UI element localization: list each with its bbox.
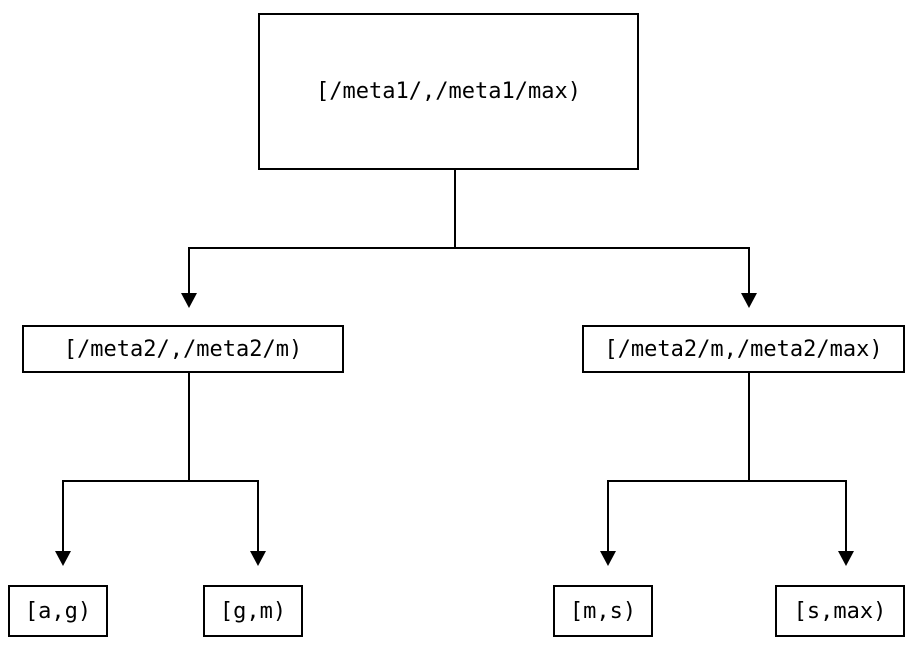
edge-root-to-right-child (455, 247, 750, 294)
tree-node-leaf-ms: [m,s) (553, 585, 653, 637)
arrowhead-down-icon (600, 551, 616, 566)
node-label: [m,s) (569, 598, 637, 624)
node-label: [/meta2/,/meta2/m) (63, 336, 303, 362)
arrowhead-down-icon (181, 293, 197, 308)
node-label: [/meta2/m,/meta2/max) (604, 336, 883, 362)
node-label: [/meta1/,/meta1/max) (316, 79, 581, 104)
edge-left-child-to-leaf-ag (62, 373, 190, 552)
tree-node-leaf-gm: [g,m) (203, 585, 303, 637)
edge-left-child-to-leaf-gm (189, 480, 259, 552)
arrowhead-down-icon (741, 293, 757, 308)
arrowhead-down-icon (838, 551, 854, 566)
edge-root-to-left-child (188, 170, 456, 294)
arrowhead-down-icon (55, 551, 71, 566)
tree-node-leaf-smax: [s,max) (775, 585, 905, 637)
edge-right-child-to-leaf-smax (749, 480, 847, 552)
node-label: [s,max) (793, 598, 887, 624)
node-label: [g,m) (219, 598, 287, 624)
tree-node-left-child: [/meta2/,/meta2/m) (22, 325, 344, 373)
tree-node-leaf-ag: [a,g) (8, 585, 108, 637)
tree-node-root: [/meta1/,/meta1/max) (258, 13, 639, 170)
edge-right-child-to-leaf-ms (607, 373, 750, 552)
arrowhead-down-icon (250, 551, 266, 566)
node-label: [a,g) (24, 598, 92, 624)
tree-node-right-child: [/meta2/m,/meta2/max) (582, 325, 905, 373)
